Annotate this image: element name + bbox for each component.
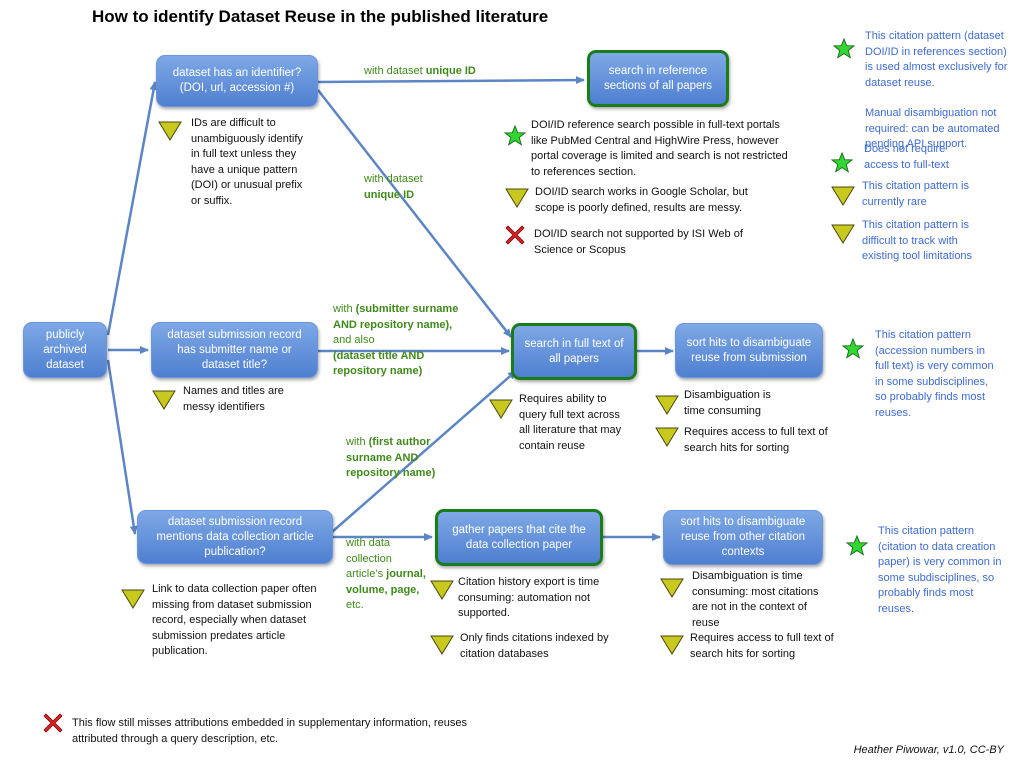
edge-label-identifier-to-refs: with dataset unique ID <box>364 64 476 80</box>
star-icon <box>504 125 526 146</box>
note-requires-access-2: Requires access to full text of search h… <box>690 632 834 660</box>
side-note-accession-numbers: This citation pattern (accession numbers… <box>875 329 994 419</box>
note-doi-fulltext-portals: DOI/ID reference search possible in full… <box>531 119 788 178</box>
edge-label-collection-to-gather: with data collection article’s journal, … <box>346 536 426 614</box>
note-only-finds-indexed: Only finds citations indexed by citation… <box>460 632 609 660</box>
edge-text-bold: (first author surname AND repository nam… <box>346 436 436 479</box>
caution-triangle-icon <box>430 580 454 600</box>
caution-triangle-icon <box>152 390 176 410</box>
star-icon <box>833 38 855 59</box>
author-credit: Heather Piwowar, v1.0, CC-BY <box>853 744 1004 756</box>
node-sort-hits-citation-contexts[interactable]: sort hits to disambiguate reuse from oth… <box>663 510 823 565</box>
edge-text-bold: journal, volume, page, <box>346 568 426 596</box>
side-note-manual-disambiguation: Manual disambiguation not required: can … <box>865 107 1000 150</box>
note-doi-isi-scopus: DOI/ID search not supported by ISI Web o… <box>534 228 743 256</box>
note-citation-export: Citation history export is time consumin… <box>458 576 600 619</box>
node-gather-citing-papers[interactable]: gather papers that cite the data collect… <box>435 509 603 566</box>
page-title: How to identify Dataset Reuse in the pub… <box>92 7 549 26</box>
edge-text-bold: (submitter surname AND repository name), <box>333 303 459 331</box>
red-cross-icon <box>505 225 525 245</box>
star-icon <box>846 535 868 556</box>
note-link-missing: Link to data collection paper often miss… <box>152 583 317 657</box>
arrow-collection-to-fulltext <box>331 370 517 533</box>
caution-triangle-icon <box>430 635 454 655</box>
node-collection-article-publication[interactable]: dataset submission record mentions data … <box>137 510 333 564</box>
edge-text: with dataset <box>364 173 423 185</box>
red-cross-icon <box>43 713 63 733</box>
arrow-identifier-to-refs <box>317 76 585 85</box>
edge-label-submitter-to-fulltext: with (submitter surname AND repository n… <box>333 302 473 380</box>
node-dataset-has-identifier[interactable]: dataset has an identifier? (DOI, url, ac… <box>156 55 318 107</box>
edge-label-identifier-to-fulltext: with dataset unique ID <box>364 172 444 203</box>
arrow-archived-to-identifier <box>106 81 158 336</box>
edge-text: with dataset <box>364 65 426 77</box>
edge-text: etc. <box>346 599 364 611</box>
note-flow-misses: This flow still misses attributions embe… <box>72 717 467 745</box>
node-search-full-text[interactable]: search in full text of all papers <box>511 323 637 380</box>
edge-label-collection-to-fulltext: with (first author surname AND repositor… <box>346 435 446 482</box>
side-note-difficult-to-track: This citation pattern is difficult to tr… <box>862 219 973 262</box>
caution-triangle-icon <box>121 589 145 609</box>
arrow-identifier-to-fulltext <box>317 89 512 338</box>
caution-triangle-icon <box>660 578 684 598</box>
caution-triangle-icon <box>655 427 679 447</box>
note-disambiguation-time-2: Disambiguation is time consuming: most c… <box>692 570 819 629</box>
edge-text-bold: unique ID <box>364 188 415 201</box>
node-search-reference-sections[interactable]: search in reference sections of all pape… <box>587 50 729 107</box>
edge-text: with <box>346 436 369 448</box>
node-submitter-name-or-title[interactable]: dataset submission record has submitter … <box>151 322 318 378</box>
note-requires-access: Requires access to full text of search h… <box>684 426 828 454</box>
edge-text-bold: (dataset title AND repository name) <box>333 349 425 378</box>
note-requires-query: Requires ability to query full text acro… <box>519 393 622 452</box>
edge-text: with <box>333 303 356 315</box>
note-disambiguation-time: Disambiguation is time consuming <box>684 389 771 417</box>
edge-text: with data collection article’s <box>346 537 392 580</box>
caution-triangle-icon <box>831 224 855 244</box>
side-note-data-creation-paper: This citation pattern (citation to data … <box>878 525 1002 615</box>
side-note-doi-pattern: This citation pattern (dataset DOI/ID in… <box>865 30 1008 89</box>
node-publicly-archived-dataset[interactable]: publicly archived dataset <box>23 322 107 378</box>
caution-triangle-icon <box>505 188 529 208</box>
side-note-currently-rare: This citation pattern is currently rare <box>862 180 969 208</box>
note-names-messy: Names and titles are messy identifiers <box>183 385 284 413</box>
caution-triangle-icon <box>831 186 855 206</box>
note-doi-google-scholar: DOI/ID search works in Google Scholar, b… <box>535 186 748 214</box>
edge-text-bold: unique ID <box>425 65 476 77</box>
edge-text: and also <box>333 334 375 346</box>
side-note-no-full-text: Does not require access to full-text <box>864 143 949 171</box>
star-icon <box>842 338 864 359</box>
caution-triangle-icon <box>660 635 684 655</box>
note-ids-difficult: IDs are difficult to unambiguously ident… <box>191 117 303 207</box>
node-sort-hits-submission[interactable]: sort hits to disambiguate reuse from sub… <box>675 323 823 378</box>
star-icon <box>831 152 853 173</box>
caution-triangle-icon <box>655 395 679 415</box>
caution-triangle-icon <box>158 121 182 141</box>
caution-triangle-icon <box>489 399 513 419</box>
arrow-archived-to-collection <box>106 359 138 535</box>
